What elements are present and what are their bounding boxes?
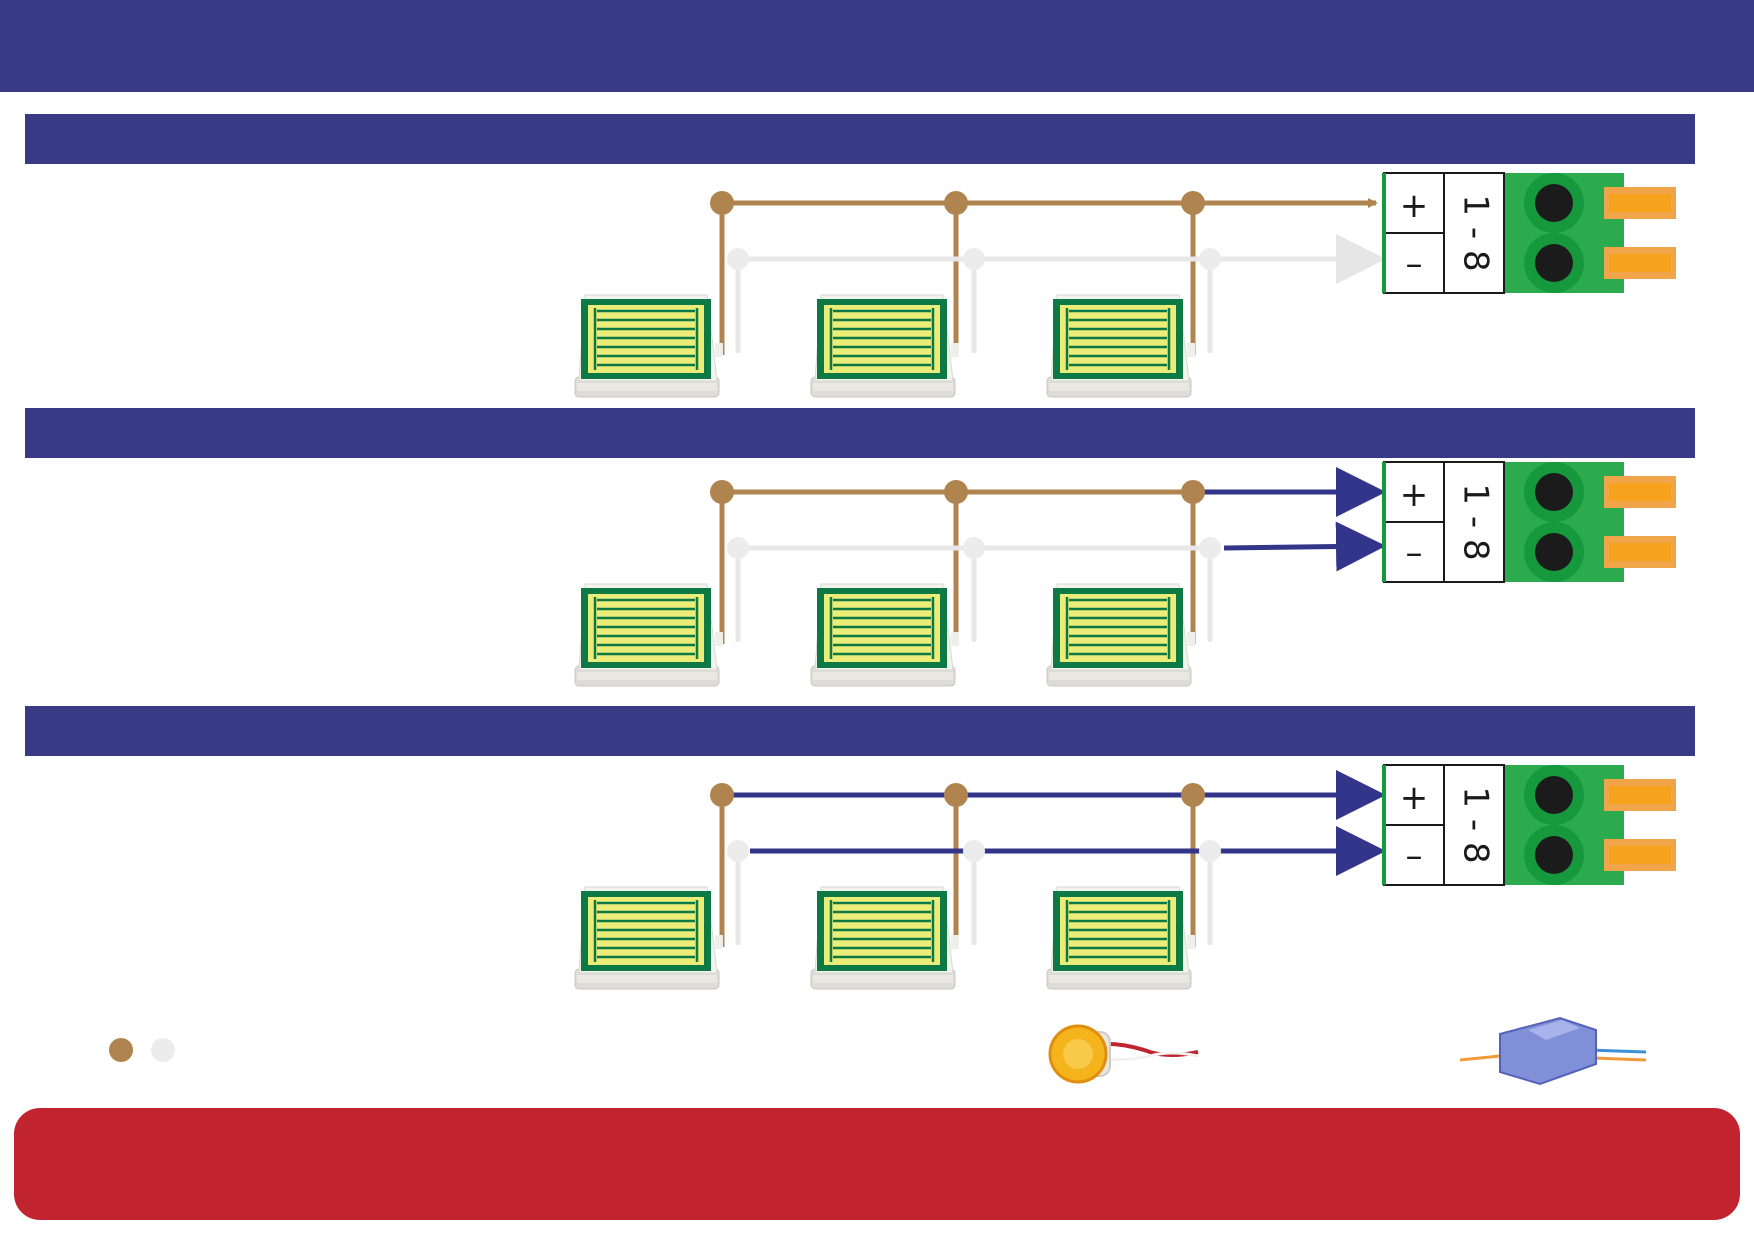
terminal-minus-label: – xyxy=(1406,244,1423,284)
minus-junction-dot xyxy=(727,537,749,559)
legend-brown-wire-dot xyxy=(109,1038,133,1062)
terminal-channel-label: 1 - 8 xyxy=(1456,483,1496,560)
plus-junction-dot xyxy=(944,480,968,504)
terminal-minus-label: – xyxy=(1406,533,1423,573)
humidity-sensor xyxy=(574,294,723,398)
screw-plus xyxy=(1535,776,1573,814)
plus-junction-dot xyxy=(710,480,734,504)
terminal-plus-label: + xyxy=(1400,778,1429,818)
plus-junction-dot xyxy=(1181,480,1205,504)
terminal-channel-label: 1 - 8 xyxy=(1456,786,1496,863)
minus-junction-dot xyxy=(1199,537,1221,559)
section-bar-3 xyxy=(25,706,1695,756)
section-bar-2 xyxy=(25,408,1695,458)
legend-white-wire-dot xyxy=(151,1038,175,1062)
humidity-sensor xyxy=(810,886,959,990)
terminal-plus-label: + xyxy=(1400,186,1429,226)
wiring-panel-3: + –1 - 8 xyxy=(574,764,1676,990)
footer-bar xyxy=(14,1108,1740,1220)
minus-junction-dot xyxy=(963,840,985,862)
humidity-sensor xyxy=(810,294,959,398)
plus-junction-dot xyxy=(710,783,734,807)
screw-plus xyxy=(1535,473,1573,511)
minus-junction-dot xyxy=(727,840,749,862)
plus-junction-dot xyxy=(1181,191,1205,215)
wiring-panel-1: + –1 - 8 xyxy=(574,172,1676,398)
minus-junction-dot xyxy=(963,537,985,559)
top-header-bar xyxy=(0,0,1754,92)
humidity-sensor xyxy=(810,583,959,687)
screw-plus xyxy=(1535,184,1573,222)
wiring-panel-2: + –1 - 8 xyxy=(574,461,1676,687)
blue-idc-splice-connector-icon xyxy=(1459,1016,1647,1086)
humidity-sensor xyxy=(1046,583,1195,687)
screw-minus xyxy=(1535,244,1573,282)
terminal-block: + –1 - 8 xyxy=(1382,461,1676,583)
minus-junction-dot xyxy=(1199,248,1221,270)
yellow-gel-splice-connector-icon xyxy=(1048,1024,1199,1084)
humidity-sensor xyxy=(574,886,723,990)
terminal-block: + –1 - 8 xyxy=(1382,764,1676,886)
minus-junction-dot xyxy=(1199,840,1221,862)
terminal-minus-label: – xyxy=(1406,836,1423,876)
section-bar-1 xyxy=(25,114,1695,164)
minus-output-wire xyxy=(1223,521,1386,572)
humidity-sensor xyxy=(1046,886,1195,990)
minus-junction-dot xyxy=(727,248,749,270)
minus-junction-dot xyxy=(963,248,985,270)
screw-minus xyxy=(1535,533,1573,571)
humidity-sensor xyxy=(574,583,723,687)
plus-junction-dot xyxy=(944,191,968,215)
plus-junction-dot xyxy=(1181,783,1205,807)
terminal-channel-label: 1 - 8 xyxy=(1456,194,1496,271)
humidity-sensor xyxy=(1046,294,1195,398)
terminal-plus-label: + xyxy=(1400,475,1429,515)
plus-junction-dot xyxy=(944,783,968,807)
screw-minus xyxy=(1535,836,1573,874)
terminal-block: + –1 - 8 xyxy=(1382,172,1676,294)
plus-junction-dot xyxy=(710,191,734,215)
